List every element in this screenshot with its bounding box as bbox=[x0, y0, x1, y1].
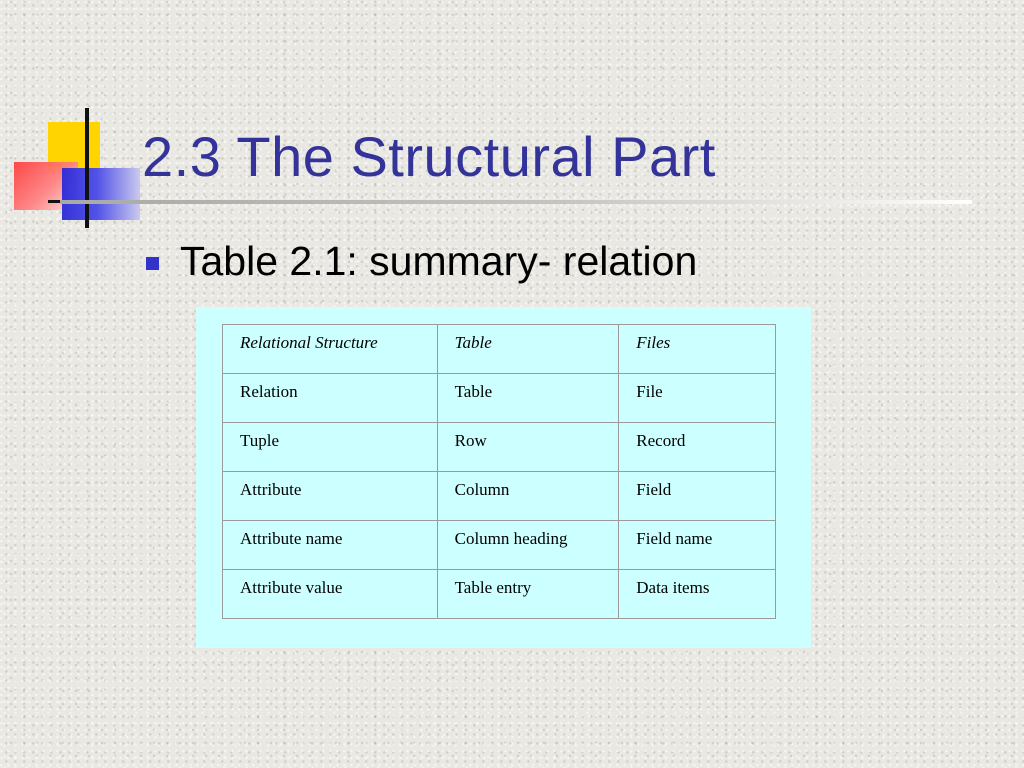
table-cell: Attribute name bbox=[222, 520, 438, 570]
logo-vertical-line bbox=[85, 108, 89, 228]
table-cell: Tuple bbox=[222, 422, 438, 472]
bullet-text: Table 2.1: summary- relation bbox=[180, 238, 698, 284]
table-cell: Row bbox=[436, 422, 620, 472]
table-header-cell: Table bbox=[436, 324, 620, 374]
table-row: Relation Table File bbox=[222, 373, 776, 423]
table-cell: Column heading bbox=[436, 520, 620, 570]
table-cell: Attribute bbox=[222, 471, 438, 521]
table-cell: Field name bbox=[618, 520, 776, 570]
table-row: Attribute Column Field bbox=[222, 471, 776, 521]
table-cell: Attribute value bbox=[222, 569, 438, 619]
table-cell: Data items bbox=[618, 569, 776, 619]
title-divider bbox=[60, 200, 972, 204]
bullet-item: Table 2.1: summary- relation bbox=[146, 238, 697, 285]
logo-blue-square bbox=[62, 168, 140, 220]
table-cell: File bbox=[618, 373, 776, 423]
table-header-row: Relational Structure Table Files bbox=[222, 324, 776, 374]
table-cell: Table entry bbox=[436, 569, 620, 619]
table-cell: Column bbox=[436, 471, 620, 521]
table-row: Attribute value Table entry Data items bbox=[222, 569, 776, 619]
table-row: Tuple Row Record bbox=[222, 422, 776, 472]
table-header-cell: Files bbox=[618, 324, 776, 374]
overlapping-squares-logo bbox=[12, 108, 147, 230]
table-cell: Relation bbox=[222, 373, 438, 423]
summary-relation-table: Relational Structure Table Files Relatio… bbox=[222, 324, 776, 619]
table-cell: Table bbox=[436, 373, 620, 423]
table-row: Attribute name Column heading Field name bbox=[222, 520, 776, 570]
table-cell: Record bbox=[618, 422, 776, 472]
table-header-cell: Relational Structure bbox=[222, 324, 438, 374]
slide-title: 2.3 The Structural Part bbox=[142, 125, 716, 188]
square-bullet-icon bbox=[146, 257, 159, 270]
table-panel: Relational Structure Table Files Relatio… bbox=[196, 307, 811, 648]
table-cell: Field bbox=[618, 471, 776, 521]
